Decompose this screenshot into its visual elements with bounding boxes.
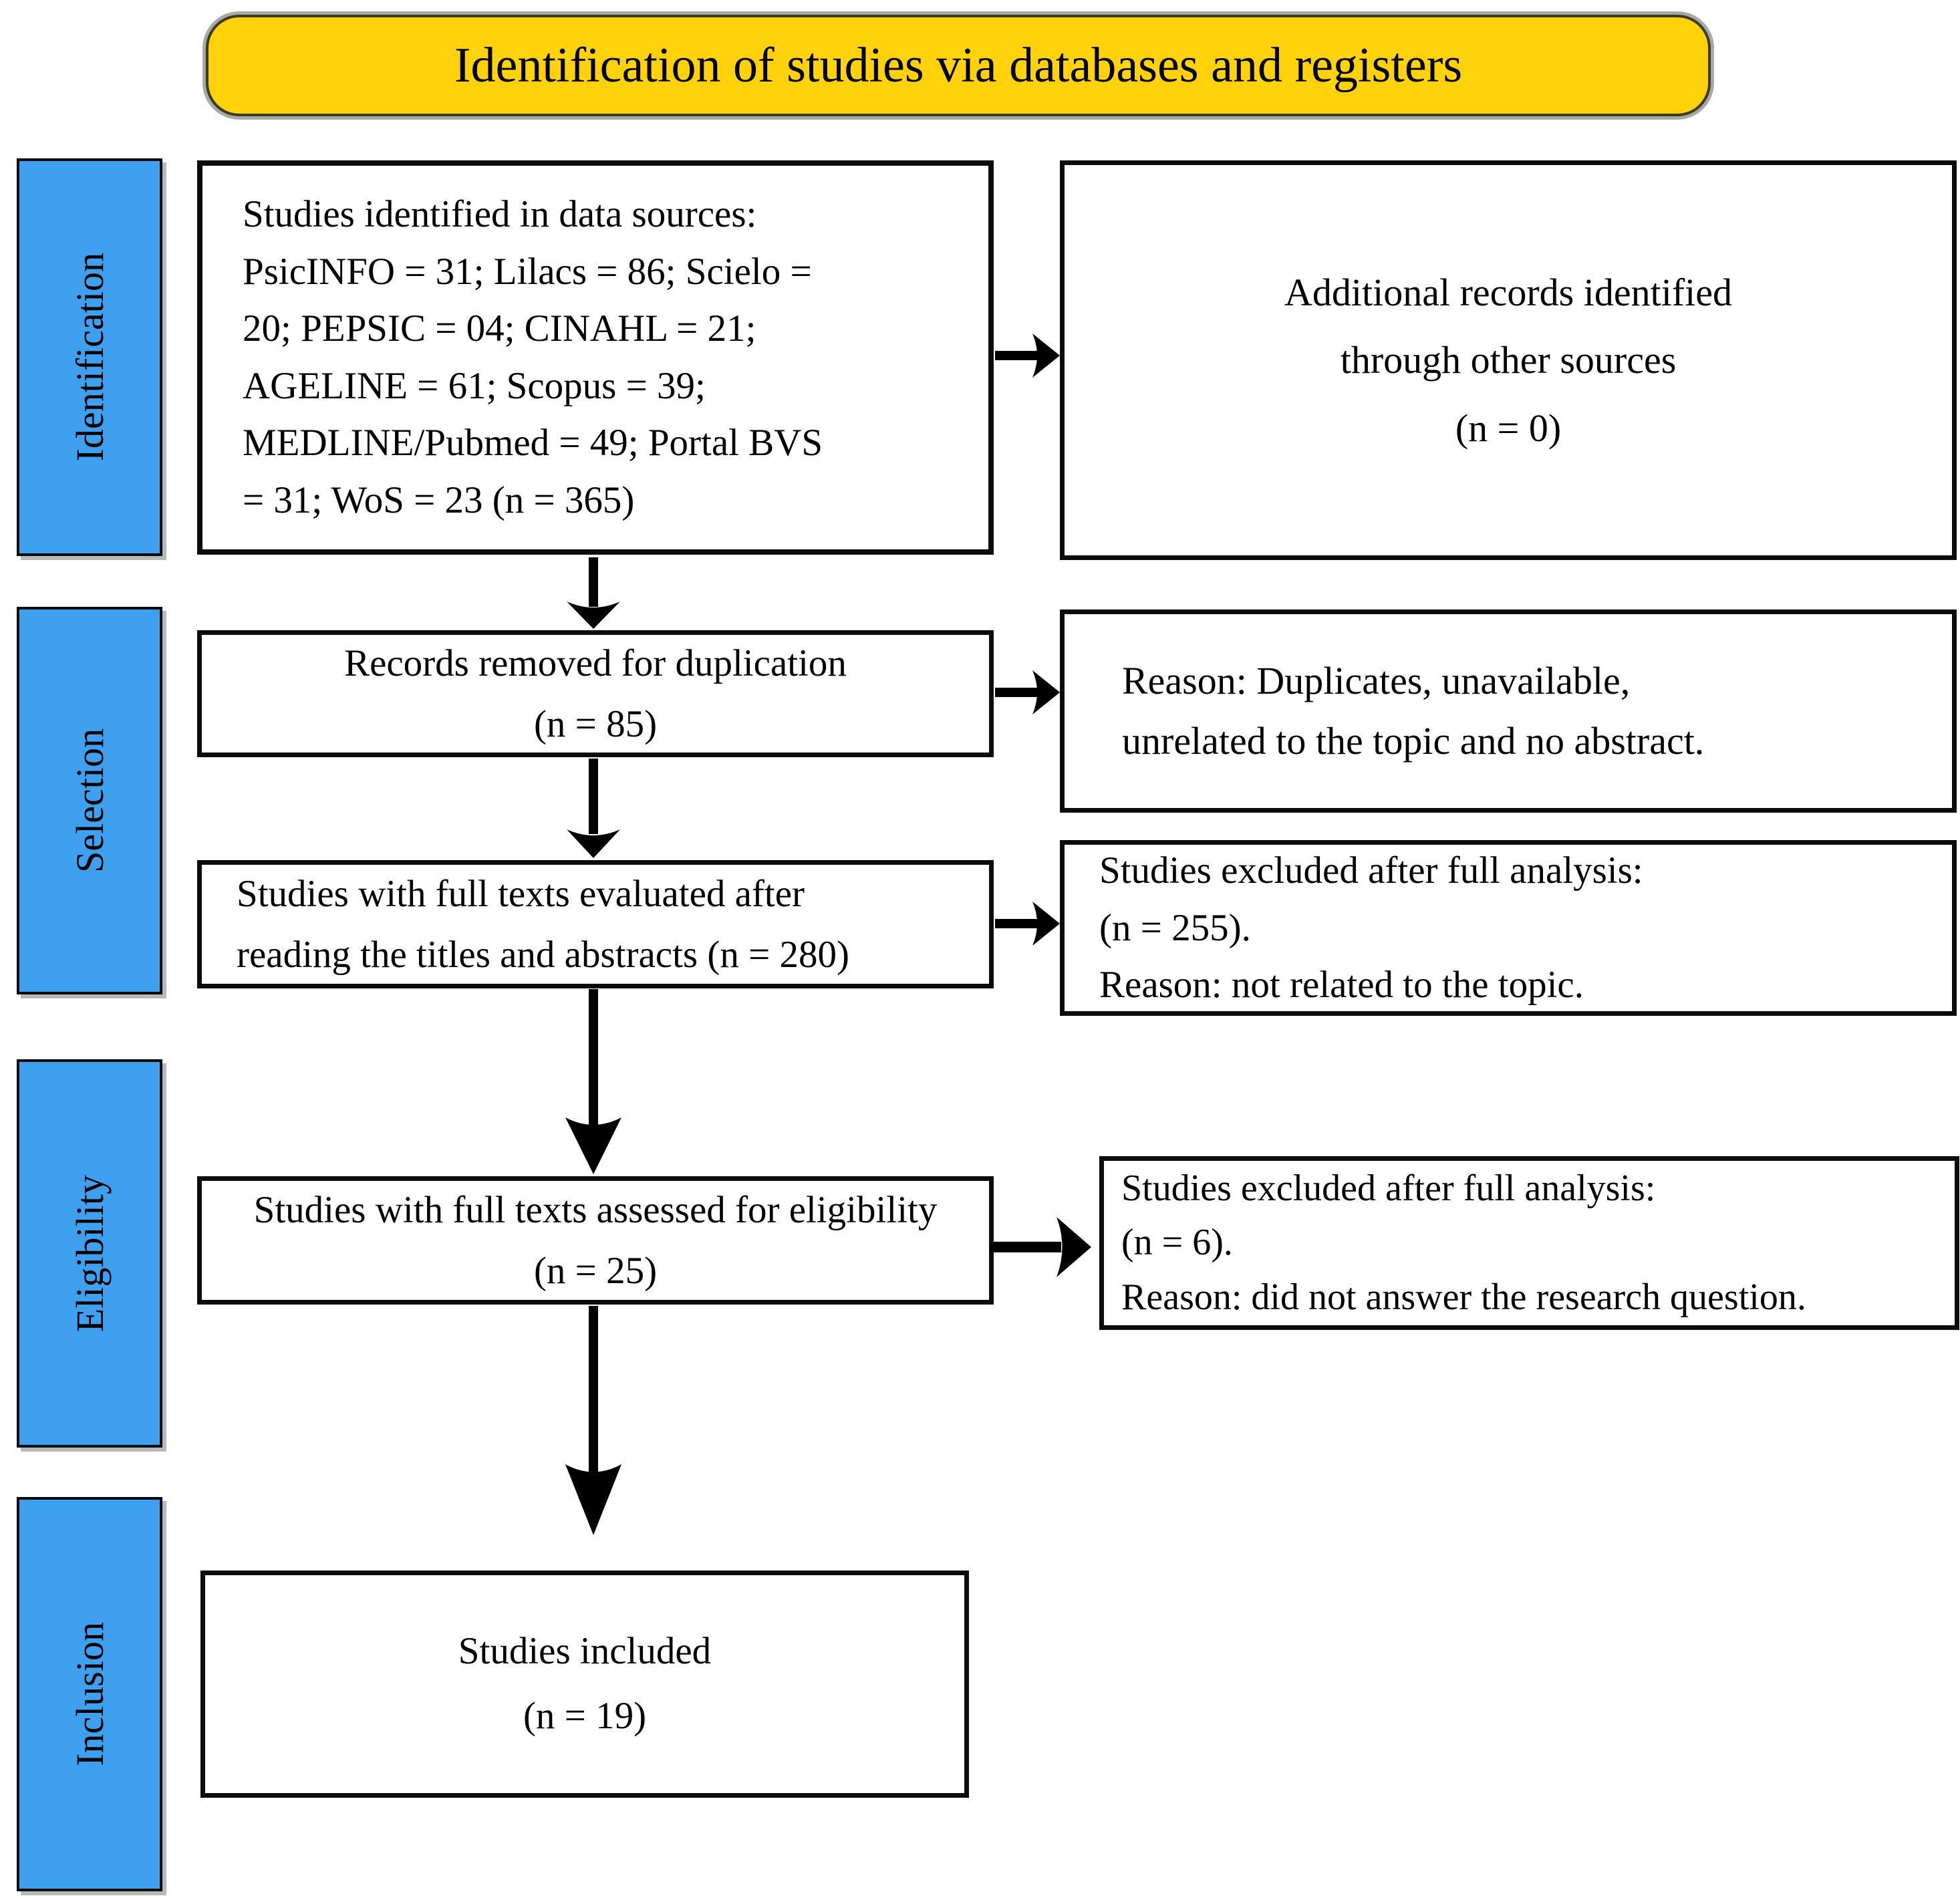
box-removal-reason: Reason: Duplicates, unavailable, unrelat… [1060, 609, 1957, 813]
arrow-evaluated-to-assessed [565, 989, 621, 1174]
arrow-assessed-to-excluded [990, 1217, 1091, 1277]
box-records-removed: Records removed for duplication (n = 85) [197, 630, 994, 757]
arrow-identified-to-additional [995, 333, 1060, 378]
box-text-line: Studies with full texts evaluated after [237, 872, 805, 915]
diagram-title-banner: Identification of studies via databases … [206, 15, 1711, 116]
box-assessed-for-eligibility: Studies with full texts assessed for eli… [197, 1176, 994, 1305]
box-fulltext-evaluated: Studies with full texts evaluated after … [197, 860, 994, 988]
box-text-line: AGELINE = 61; Scopus = 39; [243, 364, 706, 407]
box-text-line: Reason: did not answer the research ques… [1121, 1276, 1806, 1318]
arrow-identified-to-removed [567, 557, 620, 629]
box-text-line: Additional records identified [1284, 270, 1733, 314]
box-text-line: Studies excluded after full analysis: [1121, 1168, 1656, 1210]
stage-label-text: Identification [67, 253, 112, 462]
box-text-line: PsicINFO = 31; Lilacs = 86; Scielo = [243, 250, 812, 293]
box-additional-records: Additional records identified through ot… [1060, 160, 1957, 560]
box-text-line: Studies excluded after full analysis: [1099, 849, 1643, 892]
arrow-removed-to-reason [995, 670, 1060, 714]
stage-label-identification: Identification [17, 158, 162, 556]
arrow-evaluated-to-excluded [995, 902, 1060, 946]
box-text-line: through other sources [1340, 338, 1677, 382]
box-text-line: reading the titles and abstracts (n = 28… [237, 934, 849, 976]
box-text-line: = 31; WoS = 23 (n = 365) [243, 479, 635, 521]
stage-label-text: Selection [67, 728, 112, 873]
box-text-line: (n = 85) [533, 703, 658, 745]
box-text-line: Records removed for duplication [344, 642, 847, 684]
box-text-line: (n = 6). [1121, 1222, 1233, 1264]
box-text-line: unrelated to the topic and no abstract. [1122, 719, 1705, 763]
box-excluded-after-analysis-255: Studies excluded after full analysis: (n… [1060, 840, 1957, 1016]
stage-label-text: Inclusion [67, 1622, 112, 1766]
box-text-line: Studies included [458, 1630, 712, 1673]
arrow-removed-to-evaluated [567, 759, 620, 858]
stage-label-inclusion: Inclusion [17, 1497, 162, 1891]
stage-label-selection: Selection [17, 607, 162, 994]
box-studies-identified: Studies identified in data sources: Psic… [197, 160, 994, 555]
arrow-assessed-to-included [565, 1306, 621, 1535]
box-text-line: (n = 255). [1099, 906, 1251, 949]
stage-label-text: Eligibility [67, 1174, 112, 1333]
box-text-line: (n = 25) [533, 1250, 658, 1292]
box-text-line: Reason: not related to the topic. [1099, 964, 1584, 1006]
stage-label-eligibility: Eligibility [17, 1059, 162, 1448]
diagram-title: Identification of studies via databases … [454, 37, 1463, 93]
box-text-line: MEDLINE/Pubmed = 49; Portal BVS [243, 422, 823, 464]
box-text-line: Reason: Duplicates, unavailable, [1122, 659, 1631, 703]
box-text-line: Studies with full texts assessed for eli… [253, 1188, 938, 1231]
box-text-line: Studies identified in data sources: [243, 193, 757, 235]
box-text-line: (n = 0) [1455, 406, 1562, 450]
box-excluded-after-analysis-6: Studies excluded after full analysis: (n… [1099, 1156, 1959, 1330]
box-studies-included: Studies included (n = 19) [200, 1571, 969, 1798]
box-text-line: 20; PEPSIC = 04; CINAHL = 21; [243, 307, 756, 350]
box-text-line: (n = 19) [523, 1695, 647, 1737]
